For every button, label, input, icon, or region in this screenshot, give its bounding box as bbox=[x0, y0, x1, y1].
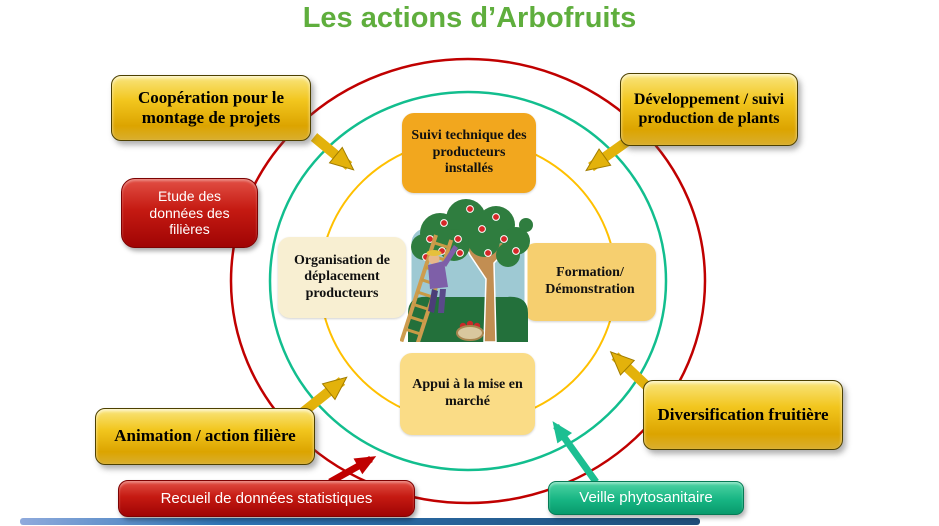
suivi-label: Suivi technique des producteurs installé… bbox=[411, 128, 527, 177]
person-picking-apples bbox=[426, 245, 458, 313]
apple-basket bbox=[456, 320, 484, 341]
formation-label: Formation/ Démonstration bbox=[545, 265, 635, 297]
diversification-box: Diversification fruitière bbox=[643, 380, 843, 450]
recueil-label: Recueil de données statistiques bbox=[160, 489, 373, 507]
animation-arrow bbox=[298, 376, 348, 417]
organisation-label: Organisation de déplacement producteurs bbox=[293, 252, 391, 301]
apples bbox=[422, 205, 520, 261]
animation-box: Animation / action filière bbox=[95, 408, 315, 465]
veille-arrow bbox=[552, 421, 599, 485]
diversification-label: Diversification fruitière bbox=[657, 404, 829, 424]
cooperation-box: Coopération pour le montage de projets bbox=[111, 75, 311, 141]
middle-circle-teal bbox=[268, 90, 668, 472]
veille-box: Veille phytosanitaire bbox=[548, 481, 744, 515]
apple-tree-harvest-illustration bbox=[400, 199, 533, 342]
outer-circle-red bbox=[229, 57, 707, 505]
animation-label: Animation / action filière bbox=[114, 426, 296, 446]
recueil-arrow bbox=[328, 455, 377, 486]
developpement-box: Développement / suivi production de plan… bbox=[620, 73, 798, 146]
etude-label: Etude des données des filières bbox=[149, 188, 230, 238]
recueil-box: Recueil de données statistiques bbox=[118, 480, 415, 517]
appui-box: Appui à la mise en marché bbox=[400, 353, 535, 435]
formation-box: Formation/ Démonstration bbox=[524, 243, 656, 321]
etude-box: Etude des données des filières bbox=[121, 178, 258, 248]
appui-label: Appui à la mise en marché bbox=[412, 377, 523, 409]
developpement-label: Développement / suivi production de plan… bbox=[633, 90, 785, 127]
organisation-box: Organisation de déplacement producteurs bbox=[278, 237, 406, 318]
veille-label: Veille phytosanitaire bbox=[579, 489, 713, 507]
cooperation-arrow bbox=[310, 133, 355, 171]
slide-footer-bar bbox=[20, 518, 700, 525]
developpement-arrow bbox=[585, 135, 632, 172]
suivi-box: Suivi technique des producteurs installé… bbox=[402, 113, 536, 193]
page-title: Les actions d’Arbofruits bbox=[302, 2, 637, 34]
ground bbox=[408, 296, 528, 342]
cooperation-label: Coopération pour le montage de projets bbox=[137, 87, 285, 127]
